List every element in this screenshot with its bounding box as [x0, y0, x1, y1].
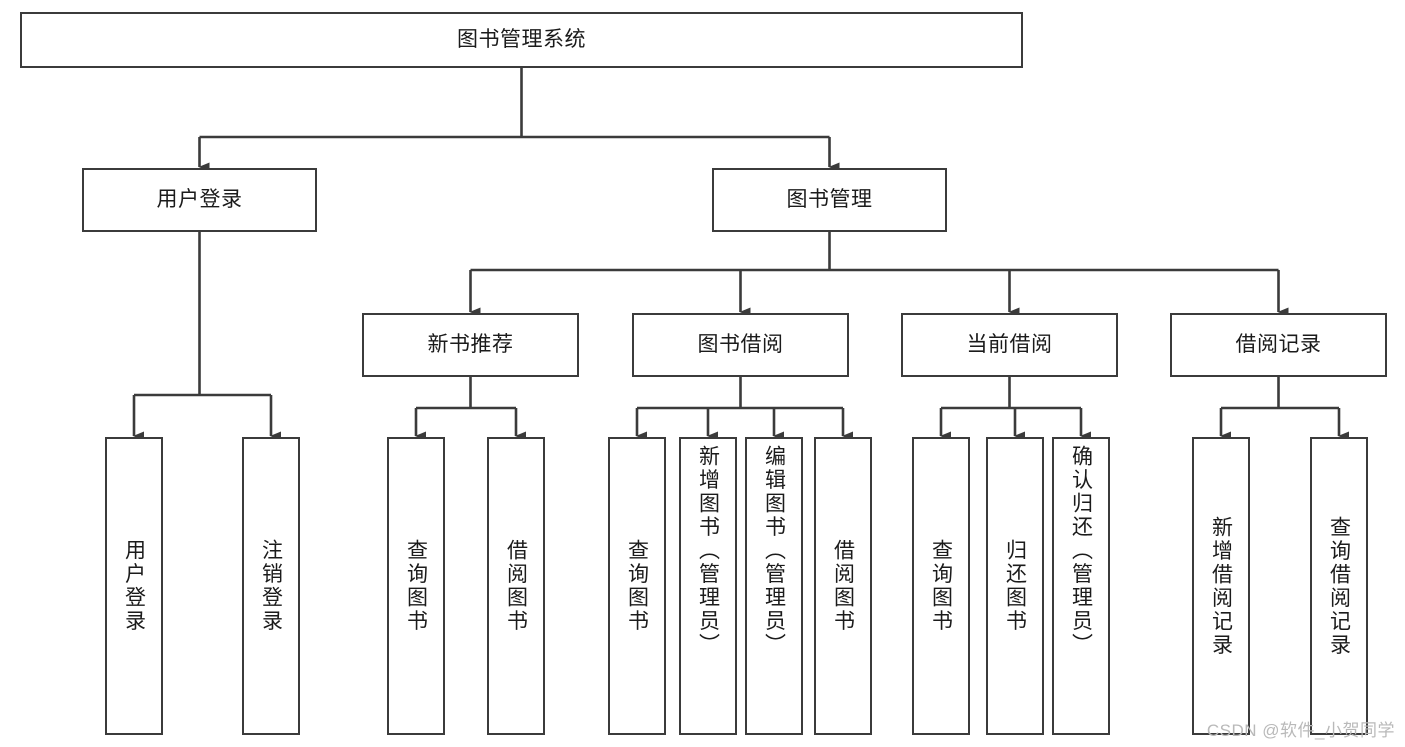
- node-label: 借阅记录: [1235, 332, 1322, 356]
- node-label: 图书管理系统: [457, 27, 586, 51]
- node-leaf-add-book: 新增图书（管理员）: [679, 437, 737, 735]
- node-label: 新增图书（管理员）: [696, 445, 720, 657]
- node-label: 编辑图书（管理员）: [762, 445, 786, 657]
- node-label: 确认归还（管理员）: [1069, 445, 1093, 657]
- node-user-login: 用户登录: [82, 168, 317, 232]
- node-leaf-query-record: 查询借阅记录: [1310, 437, 1368, 735]
- node-label: 用户登录: [156, 187, 243, 211]
- node-book-manage: 图书管理: [712, 168, 947, 232]
- node-leaf-user-logout: 注销登录: [242, 437, 300, 735]
- node-label: 查询图书: [929, 539, 953, 633]
- node-new-book-rec: 新书推荐: [362, 313, 579, 377]
- node-label: 借阅图书: [504, 539, 528, 633]
- node-label: 用户登录: [122, 539, 146, 633]
- node-label: 当前借阅: [966, 332, 1053, 356]
- node-label: 图书管理: [786, 187, 873, 211]
- node-book-borrow: 图书借阅: [632, 313, 849, 377]
- node-label: 图书借阅: [697, 332, 784, 356]
- node-borrow-record: 借阅记录: [1170, 313, 1387, 377]
- node-root: 图书管理系统: [20, 12, 1023, 68]
- node-leaf-borrow-book-1: 借阅图书: [487, 437, 545, 735]
- node-leaf-user-login: 用户登录: [105, 437, 163, 735]
- node-label: 查询图书: [625, 539, 649, 633]
- watermark-text: CSDN @软件_小贺同学: [1206, 721, 1395, 740]
- node-leaf-add-record: 新增借阅记录: [1192, 437, 1250, 735]
- node-label: 注销登录: [259, 539, 283, 633]
- node-label: 新增借阅记录: [1209, 515, 1233, 657]
- node-label: 新书推荐: [427, 332, 514, 356]
- node-leaf-return-book: 归还图书: [986, 437, 1044, 735]
- node-current-borrow: 当前借阅: [901, 313, 1118, 377]
- node-leaf-edit-book: 编辑图书（管理员）: [745, 437, 803, 735]
- node-leaf-query-book-3: 查询图书: [912, 437, 970, 735]
- node-leaf-query-book-1: 查询图书: [387, 437, 445, 735]
- node-leaf-query-book-2: 查询图书: [608, 437, 666, 735]
- node-leaf-borrow-book-2: 借阅图书: [814, 437, 872, 735]
- node-label: 查询借阅记录: [1327, 515, 1351, 657]
- node-label: 借阅图书: [831, 539, 855, 633]
- node-label: 归还图书: [1003, 539, 1027, 633]
- node-leaf-confirm-return: 确认归还（管理员）: [1052, 437, 1110, 735]
- node-label: 查询图书: [404, 539, 428, 633]
